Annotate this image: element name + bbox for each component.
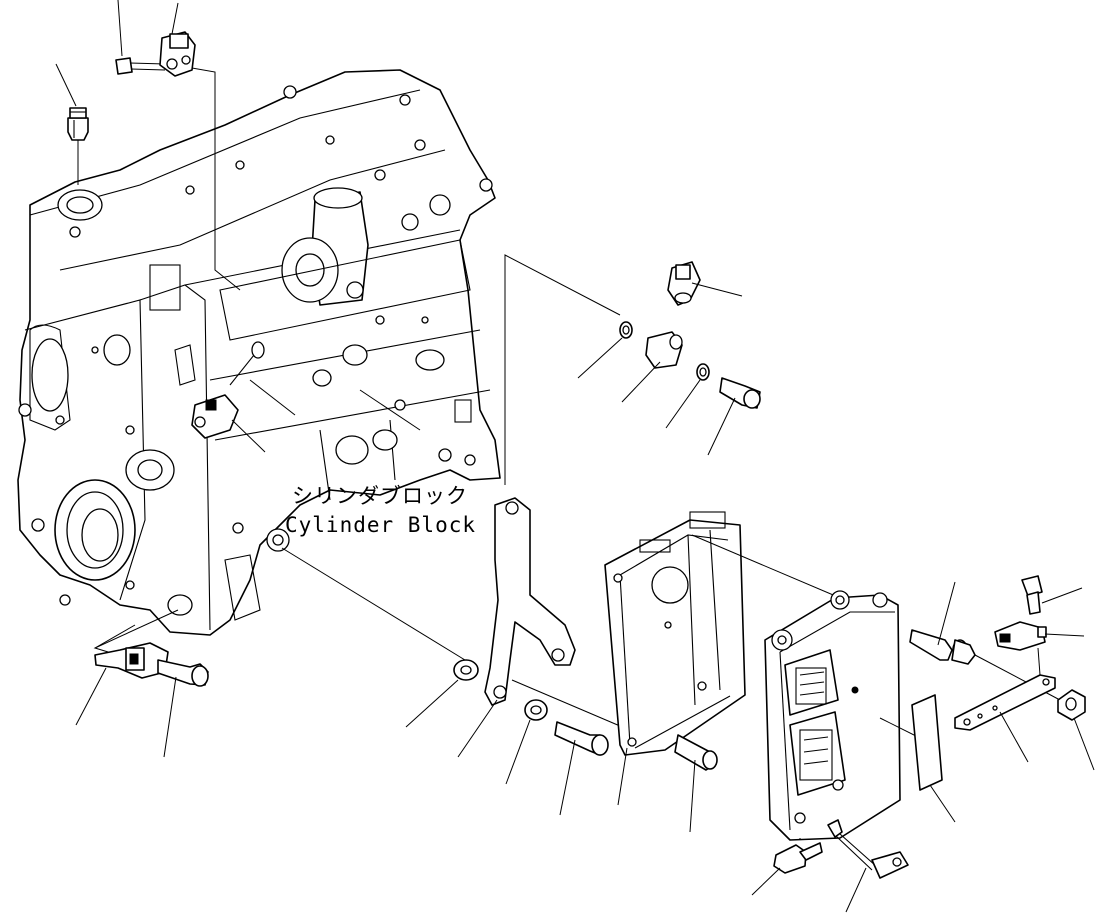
crank-sensor-bolt bbox=[157, 659, 209, 687]
leader-washer-2 bbox=[665, 379, 701, 429]
bracket-nut bbox=[1057, 689, 1086, 721]
ecu-bolt-long bbox=[909, 629, 976, 665]
sensor-bracket bbox=[954, 674, 1056, 731]
leader-spacer-1 bbox=[405, 679, 459, 728]
ground-strap bbox=[827, 819, 909, 879]
leader-spacer-2 bbox=[505, 719, 531, 785]
leader-air-sensor bbox=[1044, 633, 1085, 637]
cam-sensor-mounted bbox=[191, 394, 239, 439]
leader-crank-bolt bbox=[163, 676, 177, 758]
label-jp: シリンダブロック bbox=[292, 484, 468, 508]
ecu-heat-plate bbox=[604, 511, 746, 756]
spacer-2 bbox=[524, 699, 548, 721]
small-bolt bbox=[1021, 575, 1043, 615]
leader-nut bbox=[1073, 717, 1095, 771]
coolant-temp-sensor bbox=[67, 107, 89, 141]
cylinder-block bbox=[17, 69, 501, 636]
crank-speed-sensor bbox=[94, 642, 169, 679]
leader-top-bolt bbox=[117, 0, 123, 57]
top-bolt bbox=[115, 57, 166, 75]
oil-group-center-line-2 bbox=[359, 389, 421, 431]
washer-2 bbox=[696, 363, 710, 381]
leader-ecu-bolt-long bbox=[937, 581, 956, 646]
banjo-bolt bbox=[719, 377, 761, 409]
bracket-center-line bbox=[511, 679, 621, 727]
plate-ecu-center-line bbox=[691, 534, 846, 601]
leader-banjo-bolt bbox=[707, 397, 736, 456]
air-sensor-center-line bbox=[1037, 647, 1041, 676]
position-sensor-top bbox=[159, 31, 196, 77]
mounting-bracket bbox=[484, 497, 576, 706]
plate-bolt bbox=[674, 734, 718, 771]
crank-sensor-center-line-2 bbox=[94, 624, 136, 649]
leader-top-sensor bbox=[171, 2, 179, 35]
ecu-bolt-bottom bbox=[773, 842, 823, 874]
leader-heat-plate bbox=[617, 747, 628, 806]
leader-temp-sensor bbox=[55, 63, 77, 107]
leader-oil-switch bbox=[691, 282, 743, 297]
top-sensor-center-line bbox=[191, 67, 241, 291]
washer-1 bbox=[619, 321, 633, 339]
leader-plate-bolt bbox=[689, 759, 696, 833]
leader-small-bolt bbox=[1041, 587, 1083, 604]
spacer-1 bbox=[453, 659, 479, 681]
leader-bracket bbox=[457, 699, 498, 758]
leader-bracket-bolt bbox=[559, 739, 576, 816]
air-temp-sensor bbox=[994, 621, 1047, 651]
leader-sensor-bracket bbox=[999, 711, 1029, 763]
leader-ecu bbox=[879, 717, 921, 739]
engine-controller-ecu bbox=[764, 590, 901, 841]
leader-ground-strap bbox=[845, 867, 867, 913]
leader-sticker bbox=[929, 784, 956, 823]
leader-crank-sensor bbox=[75, 667, 107, 726]
oil-group-center-line bbox=[504, 254, 621, 485]
oil-pressure-switch bbox=[667, 261, 701, 306]
spacer-center-line bbox=[281, 547, 466, 661]
label-en: Cylinder Block bbox=[285, 513, 476, 537]
leader-ecu-bolt-bottom bbox=[751, 867, 781, 896]
leader-elbow bbox=[621, 361, 661, 403]
ecu-label-sticker bbox=[911, 694, 943, 791]
elbow-adapter bbox=[645, 331, 683, 369]
bracket-bolt bbox=[554, 721, 609, 756]
leader-side-pipe bbox=[249, 379, 296, 416]
leader-side-sensor bbox=[231, 419, 266, 453]
leader-washer-1 bbox=[577, 337, 623, 379]
